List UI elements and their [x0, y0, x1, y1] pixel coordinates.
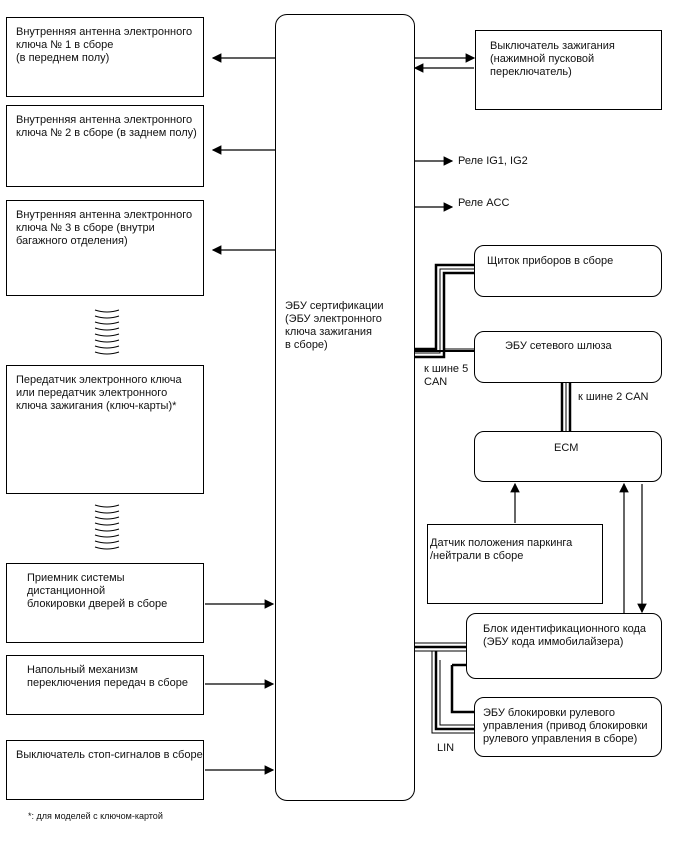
- antenna-3-label: Внутренняя антенна электронного ключа № …: [16, 209, 193, 247]
- can-bus-5-label: к шине 5 CAN: [424, 363, 469, 388]
- instrument-panel-box: Щиток приборов в сборе: [474, 245, 662, 297]
- shift-mechanism-label: Напольный механизм переключения передач …: [27, 664, 188, 689]
- coil-icon: [94, 309, 120, 355]
- immobilizer-box: Блок идентификационного кода (ЭБУ кода и…: [466, 613, 662, 679]
- ecm-label: ECM: [554, 442, 579, 454]
- coil-icon: [94, 504, 120, 550]
- immobilizer-label: Блок идентификационного кода (ЭБУ кода и…: [483, 623, 647, 648]
- gateway-ecu-label: ЭБУ сетевого шлюза: [505, 340, 612, 352]
- key-transmitter-label: Передатчик электронного ключа или переда…: [16, 374, 182, 412]
- can-bus-2-label: к шине 2 CAN: [578, 391, 649, 403]
- stop-light-switch-label: Выключатель стоп-сигналов в сборе: [16, 749, 203, 761]
- steering-lock-label: ЭБУ блокировки рулевого управления (прив…: [483, 707, 648, 745]
- door-lock-receiver-label: Приемник системы дистанционной блокировк…: [27, 572, 168, 610]
- door-lock-receiver-box: Приемник системы дистанционной блокировк…: [6, 563, 204, 643]
- stop-light-switch-box: Выключатель стоп-сигналов в сборе: [6, 740, 204, 800]
- park-neutral-sensor-box: Датчик положения паркинга /нейтрали в сб…: [427, 524, 603, 604]
- steering-lock-box: ЭБУ блокировки рулевого управления (прив…: [474, 697, 662, 757]
- antenna-2-box: Внутренняя антенна электронного ключа № …: [6, 105, 204, 187]
- ecm-box: ECM: [474, 431, 662, 482]
- antenna-3-box: Внутренняя антенна электронного ключа № …: [6, 200, 204, 296]
- footnote: *: для моделей с ключом-картой: [28, 811, 163, 821]
- key-transmitter-box: Передатчик электронного ключа или переда…: [6, 365, 204, 494]
- lin-label: LIN: [437, 742, 455, 754]
- relay-acc-label: Реле ACC: [458, 197, 510, 209]
- antenna-1-box: Внутренняя антенна электронного ключа № …: [6, 17, 204, 97]
- antenna-2-label: Внутренняя антенна электронного ключа № …: [16, 114, 197, 139]
- gateway-ecu-box: ЭБУ сетевого шлюза: [474, 331, 662, 383]
- relay-ig-label: Реле IG1, IG2: [458, 155, 528, 167]
- certification-ecu-label: ЭБУ сертификации (ЭБУ электронного ключа…: [285, 300, 384, 351]
- instrument-panel-label: Щиток приборов в сборе: [487, 255, 614, 267]
- ignition-switch-label: Выключатель зажигания (нажимной пусковой…: [490, 40, 615, 78]
- certification-ecu-box: ЭБУ сертификации (ЭБУ электронного ключа…: [275, 14, 415, 801]
- park-neutral-sensor-label: Датчик положения паркинга /нейтрали в сб…: [430, 537, 573, 562]
- shift-mechanism-box: Напольный механизм переключения передач …: [6, 655, 204, 715]
- antenna-1-label: Внутренняя антенна электронного ключа № …: [16, 26, 193, 64]
- ignition-switch-box: Выключатель зажигания (нажимной пусковой…: [475, 30, 662, 110]
